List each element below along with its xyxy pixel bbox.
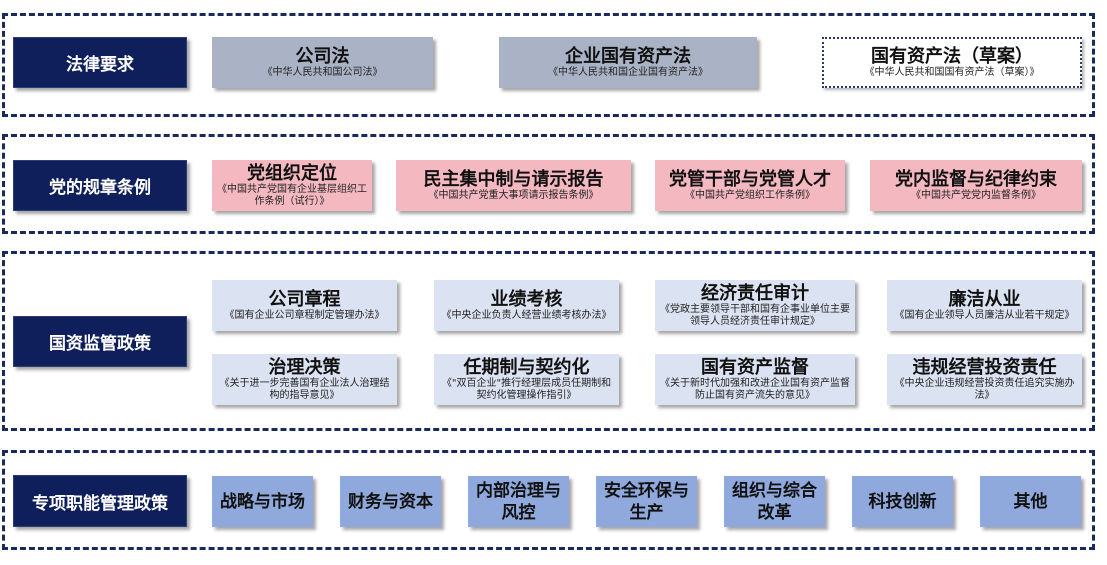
party-title: 党管干部与党管人才 (669, 169, 831, 190)
party-subtitle: 《中国共产党党内监督条例》 (911, 190, 1041, 201)
sasac-box-integrity: 廉洁从业 《国有企业领导人员廉洁从业若干规定》 (887, 280, 1082, 331)
sasac-subtitle: 《中央企业负责人经营业绩考核办法》 (441, 310, 612, 321)
law-box-state-asset-law: 企业国有资产法 《中华人民共和国企业国有资产法》 (499, 37, 757, 88)
sasac-title: 业绩考核 (490, 289, 563, 310)
function-title: 科技创新 (868, 491, 937, 512)
party-box-cadre-talent: 党管干部与党管人才 《中国共产党组织工作条例》 (655, 160, 845, 211)
function-box-tech-innovation: 科技创新 (852, 476, 953, 527)
party-title: 党内监督与纪律约束 (895, 169, 1057, 190)
sasac-subtitle: 《国有企业领导人员廉洁从业若干规定》 (894, 310, 1075, 321)
sasac-title: 治理决策 (268, 357, 341, 378)
law-title: 公司法 (295, 46, 350, 67)
function-box-org-reform: 组织与综合改革 (724, 476, 825, 527)
function-title: 组织与综合改革 (732, 480, 817, 523)
category-party-regulations: 党的规章条例 (13, 160, 187, 211)
party-box-democratic-centralism: 民主集中制与请示报告 《中国共产党重大事项请示报告条例》 (396, 160, 631, 211)
sasac-title: 廉洁从业 (948, 289, 1021, 310)
function-box-finance-capital: 财务与资本 (340, 476, 441, 527)
sasac-box-articles: 公司章程 《国有企业公司章程制定管理办法》 (212, 280, 397, 331)
party-box-org-position: 党组织定位 《中国共产党国有企业基层组织工作条例（试行）》 (212, 160, 372, 211)
section-functional-policies (2, 450, 1095, 550)
function-box-safety-production: 安全环保与生产 (596, 476, 697, 527)
law-title: 国有资产法（草案） (871, 46, 1033, 67)
sasac-box-tenure-contract: 任期制与契约化 《"双百企业"推行经理层成员任期制和契约化管理操作指引》 (434, 354, 619, 405)
sasac-subtitle: 《关于进一步完善国有企业法人治理结构的指导意见》 (219, 378, 390, 401)
party-title: 民主集中制与请示报告 (423, 169, 604, 190)
function-title: 战略与市场 (220, 491, 305, 512)
function-box-other: 其他 (980, 476, 1081, 527)
function-title: 财务与资本 (348, 491, 433, 512)
sasac-subtitle: 《"双百企业"推行经理层成员任期制和契约化管理操作指引》 (441, 378, 612, 401)
section-sasac-policies (2, 251, 1095, 431)
function-box-strategy-market: 战略与市场 (212, 476, 313, 527)
category-functional-policies: 专项职能管理政策 (13, 475, 187, 527)
party-subtitle: 《中国共产党组织工作条例》 (685, 190, 815, 201)
sasac-title: 违规经营投资责任 (912, 357, 1057, 378)
sasac-box-asset-supervision: 国有资产监督 《关于新时代加强和改进企业国有资产监督防止国有资产流失的意见》 (655, 354, 855, 405)
party-box-supervision-discipline: 党内监督与纪律约束 《中国共产党党内监督条例》 (870, 160, 1082, 211)
sasac-subtitle: 《国有企业公司章程制定管理办法》 (224, 310, 385, 321)
sasac-box-performance: 业绩考核 《中央企业负责人经营业绩考核办法》 (434, 280, 619, 331)
law-box-draft-asset-law: 国有资产法（草案） 《中华人民共和国国有资产法（草案）》 (822, 37, 1082, 88)
law-subtitle: 《中华人民共和国公司法》 (262, 67, 383, 78)
sasac-box-audit: 经济责任审计 《党政主要领导干部和国有企事业单位主要领导人员经济责任审计规定》 (655, 280, 855, 331)
sasac-title: 任期制与契约化 (463, 357, 590, 378)
law-title: 企业国有资产法 (565, 46, 691, 67)
sasac-title: 公司章程 (268, 289, 341, 310)
sasac-title: 国有资产监督 (701, 357, 809, 378)
law-box-company-law: 公司法 《中华人民共和国公司法》 (212, 37, 433, 88)
function-title: 安全环保与生产 (604, 480, 689, 523)
function-title: 内部治理与风控 (476, 480, 561, 523)
sasac-subtitle: 《党政主要领导干部和国有企事业单位主要领导人员经济责任审计规定》 (660, 304, 850, 327)
sasac-title: 经济责任审计 (701, 283, 809, 304)
sasac-subtitle: 《关于新时代加强和改进企业国有资产监督防止国有资产流失的意见》 (660, 378, 850, 401)
law-subtitle: 《中华人民共和国国有资产法（草案）》 (864, 67, 1040, 78)
category-sasac-policies: 国资监管政策 (13, 316, 187, 367)
party-subtitle: 《中国共产党国有企业基层组织工作条例（试行）》 (217, 184, 367, 207)
party-title: 党组织定位 (247, 163, 337, 184)
party-subtitle: 《中国共产党重大事项请示报告条例》 (428, 190, 599, 201)
section-legal-requirements (2, 13, 1095, 117)
function-title: 其他 (1013, 491, 1048, 512)
law-subtitle: 《中华人民共和国企业国有资产法》 (548, 67, 708, 78)
sasac-box-governance: 治理决策 《关于进一步完善国有企业法人治理结构的指导意见》 (212, 354, 397, 405)
section-party-regulations (2, 134, 1095, 234)
sasac-box-investment-liability: 违规经营投资责任 《中央企业违规经营投资责任追究实施办法》 (887, 354, 1082, 405)
category-legal-requirements: 法律要求 (13, 37, 187, 88)
sasac-subtitle: 《中央企业违规经营投资责任追究实施办法》 (894, 378, 1075, 401)
function-box-governance-risk: 内部治理与风控 (468, 476, 569, 527)
